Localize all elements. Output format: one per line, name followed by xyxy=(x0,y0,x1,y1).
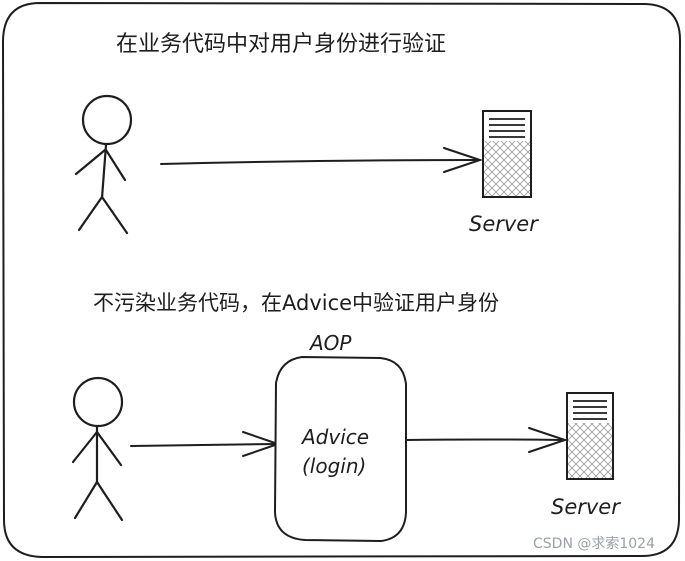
advice-sublabel: (login) xyxy=(302,454,367,478)
arrow-icon-top xyxy=(160,147,484,173)
server-label-bottom: Server xyxy=(551,495,620,519)
advice-label: Advice xyxy=(302,425,370,449)
user-icon-top xyxy=(74,94,133,235)
aop-advice-box xyxy=(273,355,407,543)
top-scenario-title: 在业务代码中对用户身份进行验证 xyxy=(116,32,447,57)
arrow-icon-user-to-advice xyxy=(130,431,282,457)
bottom-scenario-title: 不污染业务代码，在Advice中验证用户身份 xyxy=(93,291,500,315)
server-label-top: Server xyxy=(469,212,538,236)
watermark-text: CSDN @求索1024 xyxy=(533,536,655,552)
aop-label: AOP xyxy=(310,331,352,355)
arrow-icon-advice-to-server xyxy=(405,427,569,453)
user-icon-bottom xyxy=(71,376,124,522)
server-icon-bottom xyxy=(566,392,614,480)
server-icon-top xyxy=(482,110,532,198)
